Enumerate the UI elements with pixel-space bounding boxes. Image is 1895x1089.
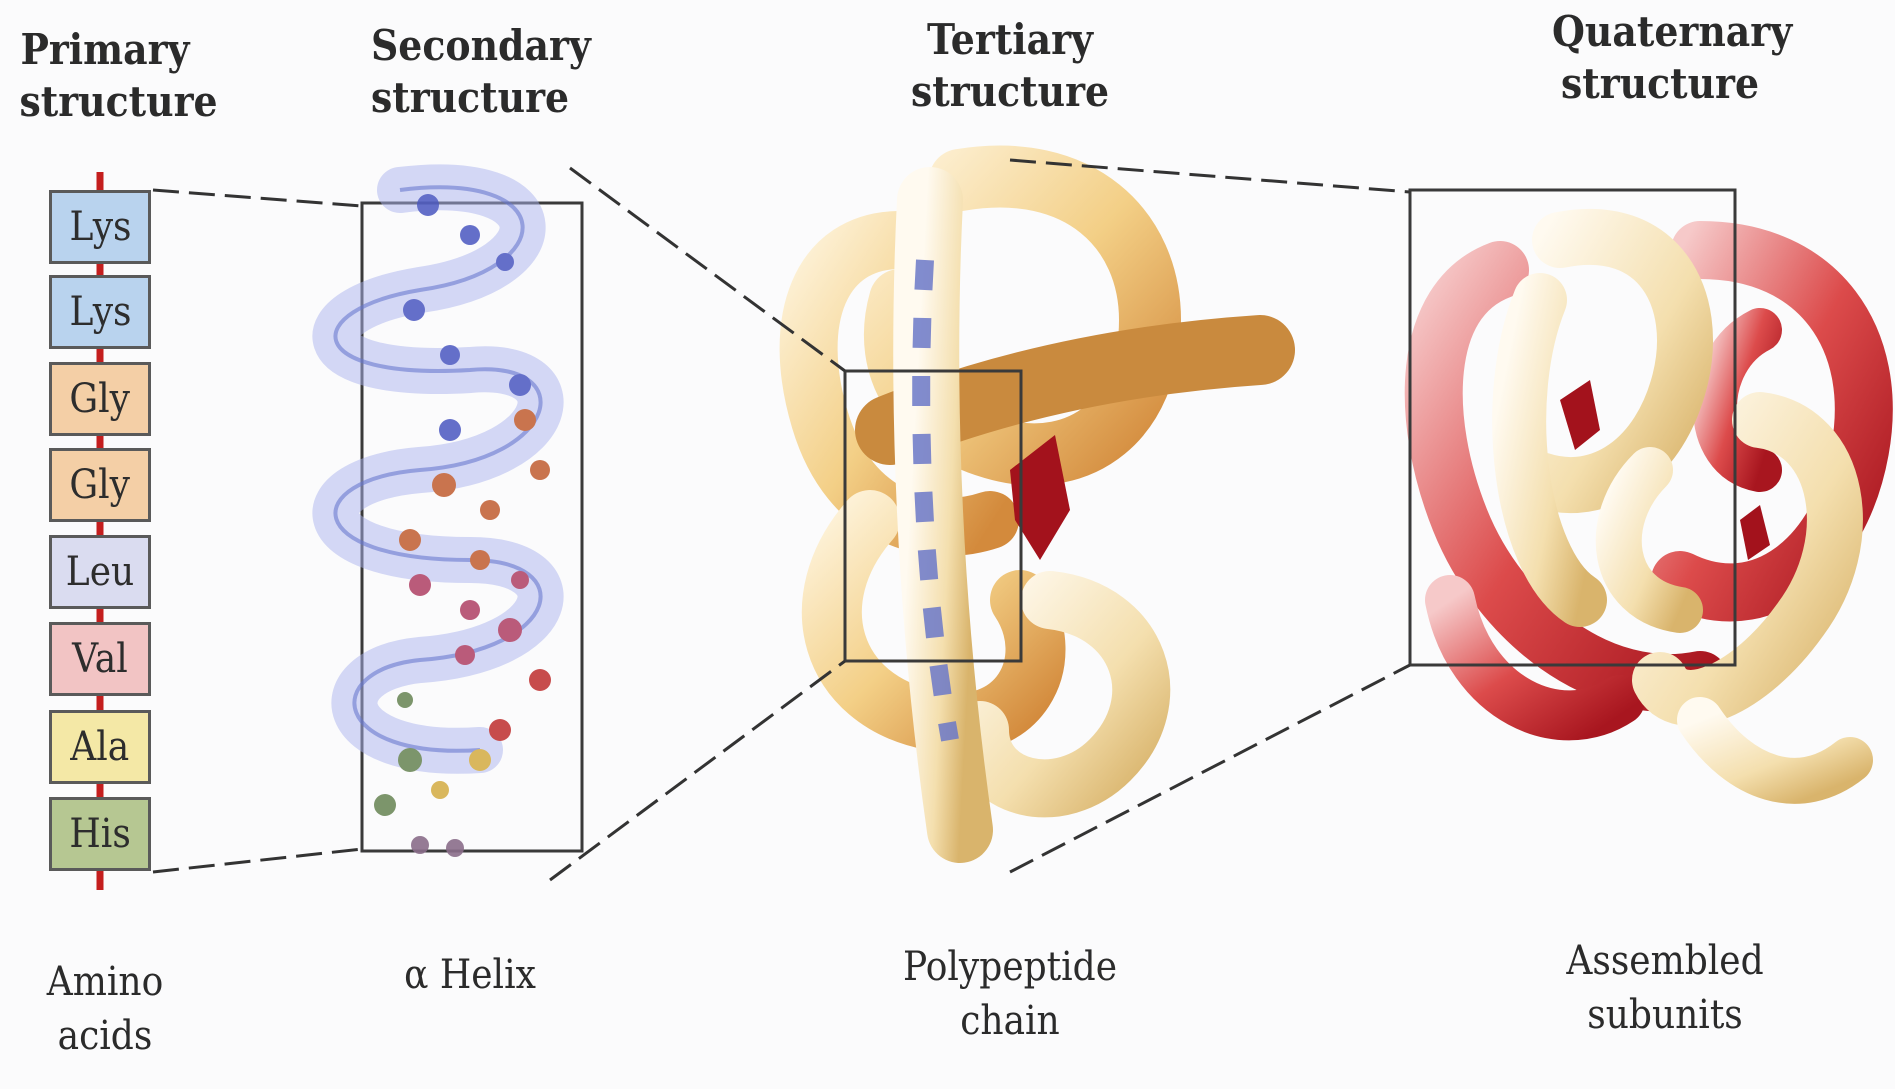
secondary-structure-heading: Secondary structure xyxy=(371,20,569,124)
amino-acid-box: Lys xyxy=(49,275,151,349)
heading-line: Tertiary xyxy=(911,14,1109,66)
alpha-helix-illustration xyxy=(335,187,551,857)
heading-line: structure xyxy=(911,66,1109,118)
heading-line: structure xyxy=(371,72,569,124)
quaternary-structure-illustration xyxy=(1434,237,1864,781)
primary-structure-heading: Primary structure xyxy=(20,24,191,128)
amino-acid-label: Leu xyxy=(66,549,134,595)
quaternary-caption: Assembled subunits xyxy=(1553,934,1778,1042)
amino-acid-label: Val xyxy=(72,636,128,682)
heading-line: Primary xyxy=(20,24,191,76)
amino-acid-label: His xyxy=(69,811,130,857)
amino-acid-label: Lys xyxy=(69,289,131,335)
tertiary-structure-heading: Tertiary structure xyxy=(911,14,1109,118)
caption-line: Polypeptide xyxy=(893,940,1127,994)
caption-line: α Helix xyxy=(371,948,569,1002)
caption-line: subunits xyxy=(1553,988,1778,1042)
heading-line: Secondary xyxy=(371,20,569,72)
secondary-caption: α Helix xyxy=(371,948,569,1002)
caption-line: acids xyxy=(20,1009,191,1063)
heading-line: structure xyxy=(1552,58,1768,110)
amino-acid-label: Lys xyxy=(69,204,131,250)
caption-line: Assembled xyxy=(1553,934,1778,988)
amino-acid-box: Gly xyxy=(49,362,151,436)
amino-acid-box: Leu xyxy=(49,535,151,609)
heading-line: structure xyxy=(20,76,191,128)
tertiary-caption: Polypeptide chain xyxy=(893,940,1127,1048)
tertiary-structure-illustration xyxy=(809,177,1260,830)
quaternary-structure-heading: Quaternary structure xyxy=(1552,6,1768,110)
amino-acid-label: Gly xyxy=(70,462,131,508)
caption-line: Amino xyxy=(20,955,191,1009)
amino-acid-box: Lys xyxy=(49,190,151,264)
amino-acid-label: Ala xyxy=(71,724,130,770)
amino-acid-box: His xyxy=(49,797,151,871)
amino-acid-label: Gly xyxy=(70,376,131,422)
primary-caption: Amino acids xyxy=(20,955,191,1063)
amino-acid-box: Val xyxy=(49,622,151,696)
amino-acid-box: Gly xyxy=(49,448,151,522)
caption-line: chain xyxy=(893,994,1127,1048)
heading-line: Quaternary xyxy=(1552,6,1768,58)
amino-acid-box: Ala xyxy=(49,710,151,784)
